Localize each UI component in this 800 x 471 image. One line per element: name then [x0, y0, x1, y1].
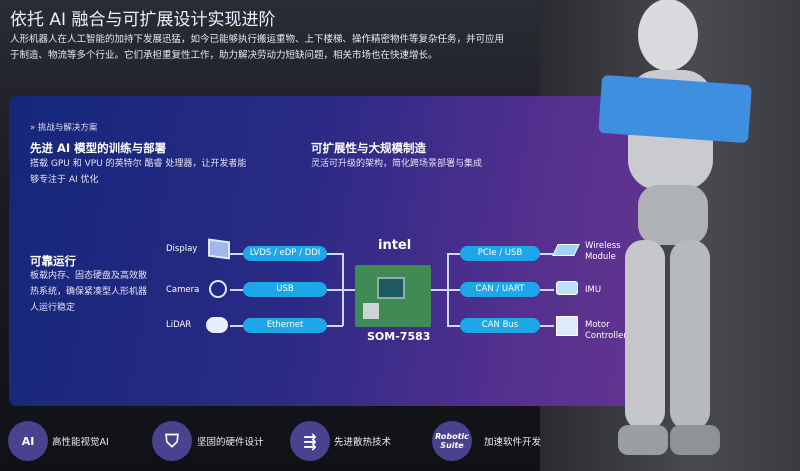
connector [327, 253, 343, 255]
bus-pill: Ethernet [243, 318, 327, 333]
section-title-scale: 可扩展性与大规模制造 [311, 141, 426, 155]
motor-controller-icon [556, 316, 578, 336]
bus-pill: PCIe / USB [460, 246, 540, 261]
connector [327, 289, 355, 291]
lidar-icon [206, 317, 228, 333]
connector [447, 325, 460, 327]
breadcrumb: » 挑战与解决方案 [30, 123, 98, 133]
intro-text: 人形机器人在人工智能的加持下发展迅猛，如今已能够执行搬运重物、上下楼梯、操作精密… [10, 34, 505, 61]
feature-label: 先进散热技术 [334, 437, 392, 448]
section-body-reliable: 板载内存、固态硬盘及高效散热系统，确保紧凑型人形机器人运行稳定 [30, 271, 148, 313]
device-label: Display [166, 244, 198, 254]
device-label: Motor Controller [585, 320, 627, 341]
imu-icon [556, 281, 578, 295]
connector [447, 253, 449, 326]
section-title-reliable: 可靠运行 [30, 254, 76, 268]
connector [230, 325, 244, 327]
camera-icon [209, 280, 227, 298]
section-title-ai: 先进 AI 模型的训练与部署 [30, 141, 167, 155]
connector [230, 253, 244, 255]
section-body-scale: 灵活可升级的架构，简化跨场景部署与集成 [311, 159, 483, 169]
feature-label: 高性能视觉AI [52, 437, 109, 448]
device-label: IMU [585, 285, 602, 295]
intel-logo: intel [378, 238, 412, 253]
circuit-icon: ⇶ [290, 421, 330, 461]
connector [540, 253, 554, 255]
section-body-ai: 搭载 GPU 和 VPU 的英特尔 酷睿 处理器，让开发者能够专注于 AI 优化 [30, 159, 247, 185]
connector [447, 253, 460, 255]
robotic-suite-logo: Robotic Suite [432, 421, 472, 461]
humanoid-robot-image [598, 0, 752, 455]
connector [431, 289, 460, 291]
connector [540, 289, 554, 291]
chip-component [363, 303, 379, 319]
bus-pill: CAN / UART [460, 282, 540, 297]
connector [230, 289, 244, 291]
feature-label: 加速软件开发 [484, 437, 542, 448]
feature-label: 坚固的硬件设计 [197, 437, 264, 448]
bus-pill: LVDS / eDP / DDI [243, 246, 327, 261]
shield-check-icon: ⛉ [152, 421, 192, 461]
device-label: LiDAR [166, 320, 192, 330]
page-title: 依托 AI 融合与可扩展设计实现进阶 [10, 10, 276, 30]
connector [540, 325, 554, 327]
solution-panel [9, 96, 649, 406]
device-label: Wireless Module [585, 241, 621, 262]
bus-pill: CAN Bus [460, 318, 540, 333]
device-label: Camera [166, 285, 200, 295]
bus-pill: USB [243, 282, 327, 297]
module-name: SOM-7583 [367, 330, 431, 343]
display-icon [208, 238, 230, 260]
som-module-image [355, 265, 431, 327]
ai-chip-icon: AI [8, 421, 48, 461]
connector [327, 325, 343, 327]
cpu-icon [377, 277, 405, 299]
